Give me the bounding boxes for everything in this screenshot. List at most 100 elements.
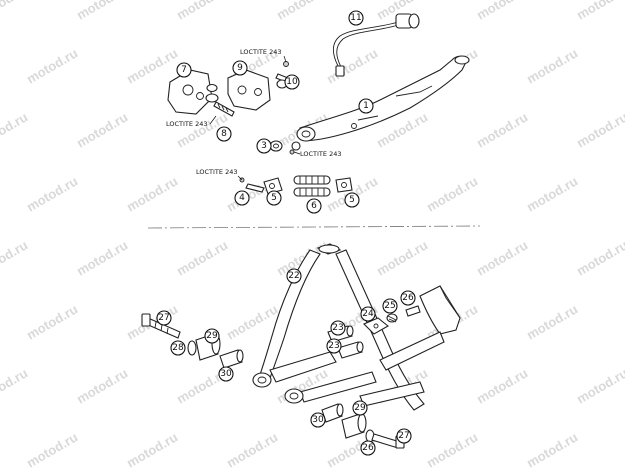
callout-number: 26 bbox=[362, 443, 374, 453]
watermark-text: motod.ru bbox=[124, 173, 180, 214]
callout-25: 25 bbox=[382, 298, 398, 314]
callout-29-right: 29 bbox=[352, 400, 368, 416]
washer-left bbox=[187, 340, 197, 356]
callout-number: 4 bbox=[239, 193, 245, 203]
callout-number: 27 bbox=[158, 313, 169, 323]
callout-27-left: 27 bbox=[156, 310, 172, 326]
callout-23-top: 23 bbox=[330, 320, 346, 336]
callout-number: 8 bbox=[221, 129, 227, 139]
watermark-text: motod.ru bbox=[24, 173, 80, 214]
callout-1: 1 bbox=[358, 98, 374, 114]
section-divider bbox=[147, 225, 481, 229]
callout-number: 11 bbox=[350, 13, 361, 23]
watermark-text: motod.ru bbox=[224, 429, 280, 468]
watermark-text: motod.ru bbox=[424, 173, 480, 214]
watermark-text: motod.ru bbox=[524, 173, 580, 214]
callout-5-right: 5 bbox=[344, 192, 360, 208]
watermark-text: motod.ru bbox=[174, 0, 230, 23]
pivot-bolt bbox=[269, 140, 301, 155]
callout-9: 9 bbox=[232, 60, 248, 76]
stand-stop-bracket bbox=[363, 317, 389, 335]
callout-29-left: 29 bbox=[204, 328, 220, 344]
watermark-text: motod.ru bbox=[24, 429, 80, 468]
watermark-text: motod.ru bbox=[0, 0, 30, 23]
callout-10: 10 bbox=[284, 74, 300, 90]
watermark-text: motod.ru bbox=[574, 237, 625, 278]
watermark-text: motod.ru bbox=[74, 237, 130, 278]
watermark-text: motod.ru bbox=[324, 45, 380, 86]
bracket-plate-rear bbox=[227, 69, 271, 111]
watermark-text: motod.ru bbox=[74, 109, 130, 150]
watermark-text: motod.ru bbox=[524, 301, 580, 342]
stand-bracket-plate bbox=[167, 69, 219, 115]
watermark-text: motod.ru bbox=[124, 429, 180, 468]
callout-26-bottom: 26 bbox=[360, 440, 376, 456]
callout-3: 3 bbox=[256, 138, 272, 154]
callout-28: 28 bbox=[170, 340, 186, 356]
callout-number: 30 bbox=[220, 369, 232, 379]
side-stand-switch bbox=[332, 13, 420, 77]
spacer-sleeve-2 bbox=[337, 341, 364, 359]
callout-number: 29 bbox=[354, 403, 366, 413]
watermark-text: motod.ru bbox=[0, 365, 30, 406]
watermark-text: motod.ru bbox=[574, 0, 625, 23]
callout-30-left: 30 bbox=[218, 366, 234, 382]
callout-11: 11 bbox=[348, 10, 364, 26]
sleeve-left bbox=[219, 349, 244, 369]
loctite-label-pivot: LOCTITE 243 bbox=[293, 150, 341, 158]
callout-4: 4 bbox=[234, 190, 250, 206]
spring-hook-left bbox=[263, 177, 283, 195]
bracket-bolt bbox=[213, 101, 235, 117]
loctite-text: LOCTITE 243 bbox=[240, 48, 281, 56]
loctite-label-spring: LOCTITE 243 bbox=[196, 168, 243, 181]
callout-number: 25 bbox=[384, 301, 395, 311]
callout-26-top: 26 bbox=[400, 290, 416, 306]
watermark-text: motod.ru bbox=[474, 365, 530, 406]
callout-number: 26 bbox=[402, 293, 414, 303]
watermark-text: motod.ru bbox=[474, 109, 530, 150]
double-spring bbox=[293, 175, 331, 197]
loctite-text: LOCTITE 243 bbox=[300, 150, 341, 158]
callout-number: 27 bbox=[398, 431, 409, 441]
side-stand-leg bbox=[296, 55, 470, 142]
callout-number: 30 bbox=[312, 415, 324, 425]
callout-8: 8 bbox=[216, 126, 232, 142]
callout-23-bottom: 23 bbox=[326, 338, 342, 354]
pivot-bolt-left bbox=[141, 313, 181, 339]
watermark-text: motod.ru bbox=[274, 0, 330, 23]
loctite-text: LOCTITE 243 bbox=[166, 120, 207, 128]
callout-number: 5 bbox=[271, 193, 277, 203]
watermark-text: motod.ru bbox=[24, 301, 80, 342]
callout-number: 23 bbox=[332, 323, 343, 333]
sleeve-right bbox=[321, 403, 344, 423]
spring-hook-right bbox=[335, 177, 353, 193]
callout-5-left: 5 bbox=[266, 190, 282, 206]
callout-number: 10 bbox=[286, 77, 298, 87]
watermark-text: motod.ru bbox=[524, 45, 580, 86]
callout-number: 6 bbox=[311, 201, 317, 211]
watermark-text: motod.ru bbox=[74, 0, 130, 23]
callout-number: 28 bbox=[172, 343, 184, 353]
loctite-label-left: LOCTITE 243 bbox=[166, 115, 217, 128]
callout-number: 1 bbox=[363, 101, 369, 111]
watermark-text: motod.ru bbox=[0, 237, 30, 278]
return-spring bbox=[386, 313, 398, 323]
callout-number: 23 bbox=[328, 341, 339, 351]
watermark-text: motod.ru bbox=[374, 237, 430, 278]
callout-6: 6 bbox=[306, 198, 322, 214]
watermark-text: motod.ru bbox=[0, 109, 30, 150]
watermark-text: motod.ru bbox=[524, 429, 580, 468]
callout-number: 29 bbox=[206, 331, 218, 341]
callout-22: 22 bbox=[286, 268, 302, 284]
callout-number: 3 bbox=[261, 141, 267, 151]
loctite-label-top: LOCTITE 243 bbox=[240, 48, 287, 63]
watermark-text: motod.ru bbox=[574, 109, 625, 150]
callout-7: 7 bbox=[176, 62, 192, 78]
callout-24: 24 bbox=[360, 306, 376, 322]
callout-27-right: 27 bbox=[396, 428, 412, 444]
watermark-text: motod.ru bbox=[474, 0, 530, 23]
stop-screw bbox=[405, 305, 421, 317]
watermark-text: motod.ru bbox=[174, 237, 230, 278]
